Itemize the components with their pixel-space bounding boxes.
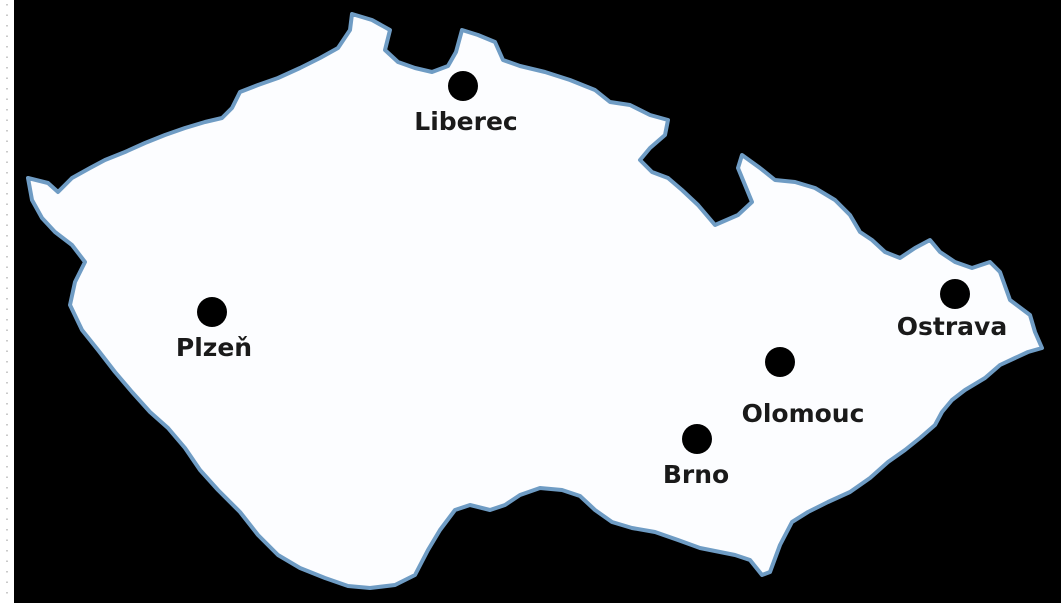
city-label-ostrava: Ostrava bbox=[897, 312, 1007, 341]
city-label-plzen: Plzeň bbox=[176, 333, 252, 362]
city-marker bbox=[765, 347, 795, 377]
city-label-brno: Brno bbox=[663, 460, 729, 489]
city-marker bbox=[448, 71, 478, 101]
country-outline bbox=[26, 12, 1044, 590]
city-label-olomouc: Olomouc bbox=[742, 399, 865, 428]
city-marker bbox=[682, 424, 712, 454]
left-edge-strip bbox=[0, 0, 14, 603]
city-label-liberec: Liberec bbox=[414, 107, 517, 136]
city-marker bbox=[940, 279, 970, 309]
city-marker bbox=[197, 297, 227, 327]
